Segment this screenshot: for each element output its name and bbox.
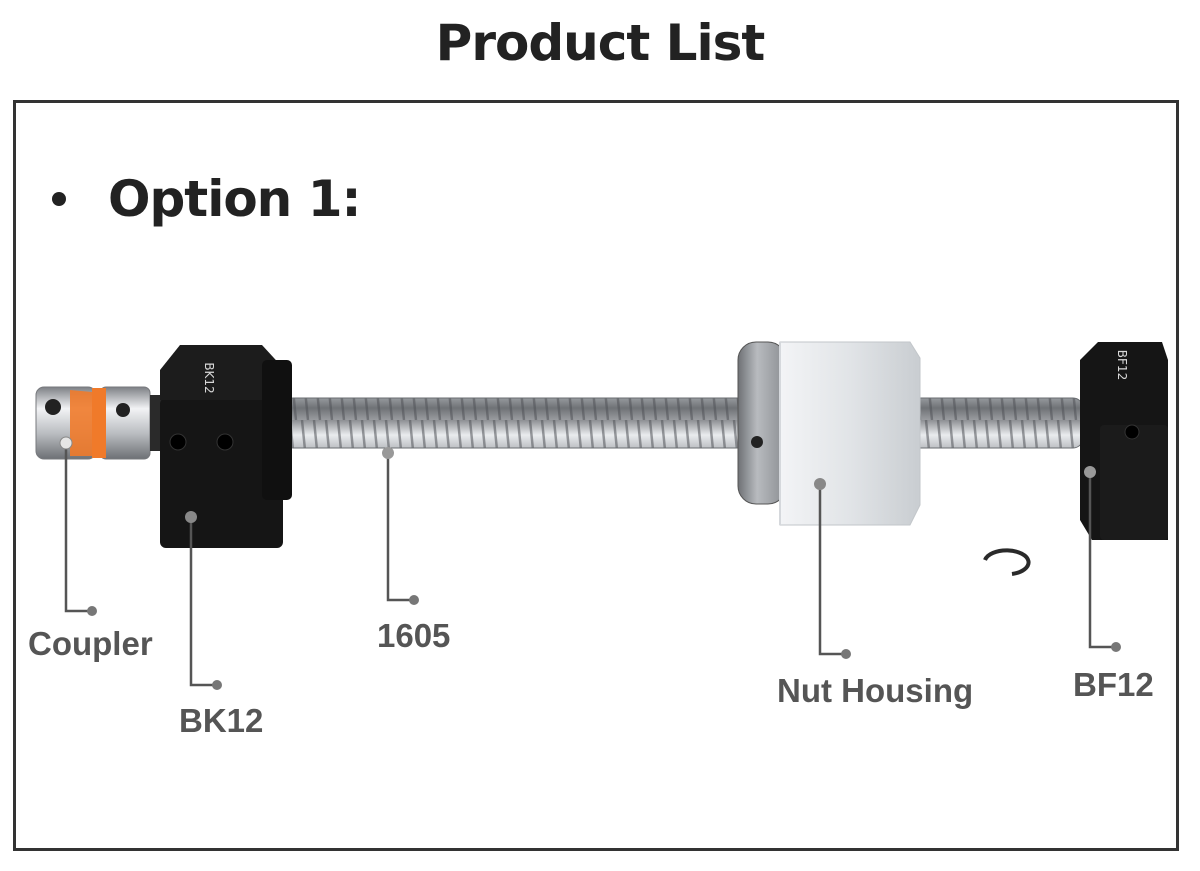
coupler-callout xyxy=(64,443,90,613)
nut-housing-part xyxy=(779,341,921,526)
ball-nut-flange xyxy=(737,341,787,505)
ball-screw-rod xyxy=(282,397,1084,449)
bk12-block: BK12 xyxy=(160,345,292,548)
bf12-block: BF12 xyxy=(1080,342,1168,540)
coupler-part xyxy=(35,386,170,460)
option-heading: Option 1: xyxy=(52,170,361,228)
bf12-callout xyxy=(1088,472,1114,649)
screw-1605-label: 1605 xyxy=(377,617,451,654)
bk12-marking: BK12 xyxy=(202,362,216,393)
page-title: Product List xyxy=(435,14,766,72)
bk12-label: BK12 xyxy=(179,702,264,739)
option-label: Option 1: xyxy=(108,170,361,228)
bf12-label: BF12 xyxy=(1073,666,1154,703)
callout-lines xyxy=(64,443,1114,687)
bf12-marking: BF12 xyxy=(1115,350,1129,380)
coupler-label: Coupler xyxy=(28,625,153,662)
nut-housing-label: Nut Housing xyxy=(777,672,974,709)
screw-callout xyxy=(386,453,412,602)
bullet-icon xyxy=(52,192,66,206)
retaining-ring-part xyxy=(983,548,1031,576)
callout-dots xyxy=(59,436,1121,690)
bk12-callout xyxy=(189,517,215,687)
nut-housing-callout xyxy=(818,484,844,656)
